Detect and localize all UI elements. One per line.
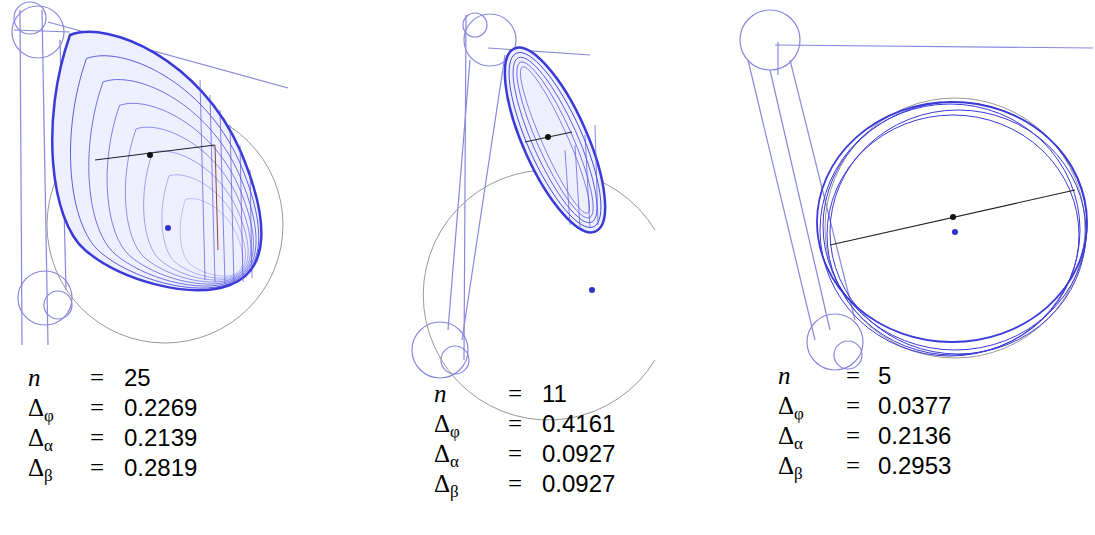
equals-sign: = <box>508 440 522 468</box>
value: 0.4161 <box>542 410 615 438</box>
equals-sign: = <box>90 454 104 482</box>
value: 0.2819 <box>124 454 197 482</box>
equals-sign: = <box>90 394 104 422</box>
equals-sign: = <box>846 452 860 480</box>
value: 0.2139 <box>124 424 197 452</box>
value: 0.0377 <box>878 392 951 420</box>
equals-sign: = <box>846 422 860 450</box>
value: 11 <box>542 380 567 408</box>
symbol: n <box>28 364 41 392</box>
symbol: Δφ <box>778 392 804 420</box>
symbol: Δα <box>434 440 459 468</box>
symbol: Δφ <box>28 394 54 422</box>
symbol: n <box>778 362 791 390</box>
symbol: n <box>434 380 447 408</box>
equals-sign: = <box>846 362 860 390</box>
value: 0.2269 <box>124 394 197 422</box>
symbol: Δα <box>28 424 53 452</box>
symbol: Δβ <box>778 452 803 480</box>
value: 5 <box>878 362 891 390</box>
value: 0.2136 <box>878 422 951 450</box>
equals-sign: = <box>846 392 860 420</box>
symbol: Δβ <box>28 454 53 482</box>
equals-sign: = <box>508 380 522 408</box>
value: 0.0927 <box>542 440 615 468</box>
equals-sign: = <box>90 424 104 452</box>
value: 25 <box>124 364 151 392</box>
value: 0.2953 <box>878 452 951 480</box>
symbol: Δβ <box>434 470 459 498</box>
equals-sign: = <box>508 470 522 498</box>
equals-sign: = <box>508 410 522 438</box>
value: 0.0927 <box>542 470 615 498</box>
symbol: Δα <box>778 422 803 450</box>
equals-sign: = <box>90 364 104 392</box>
symbol: Δφ <box>434 410 460 438</box>
